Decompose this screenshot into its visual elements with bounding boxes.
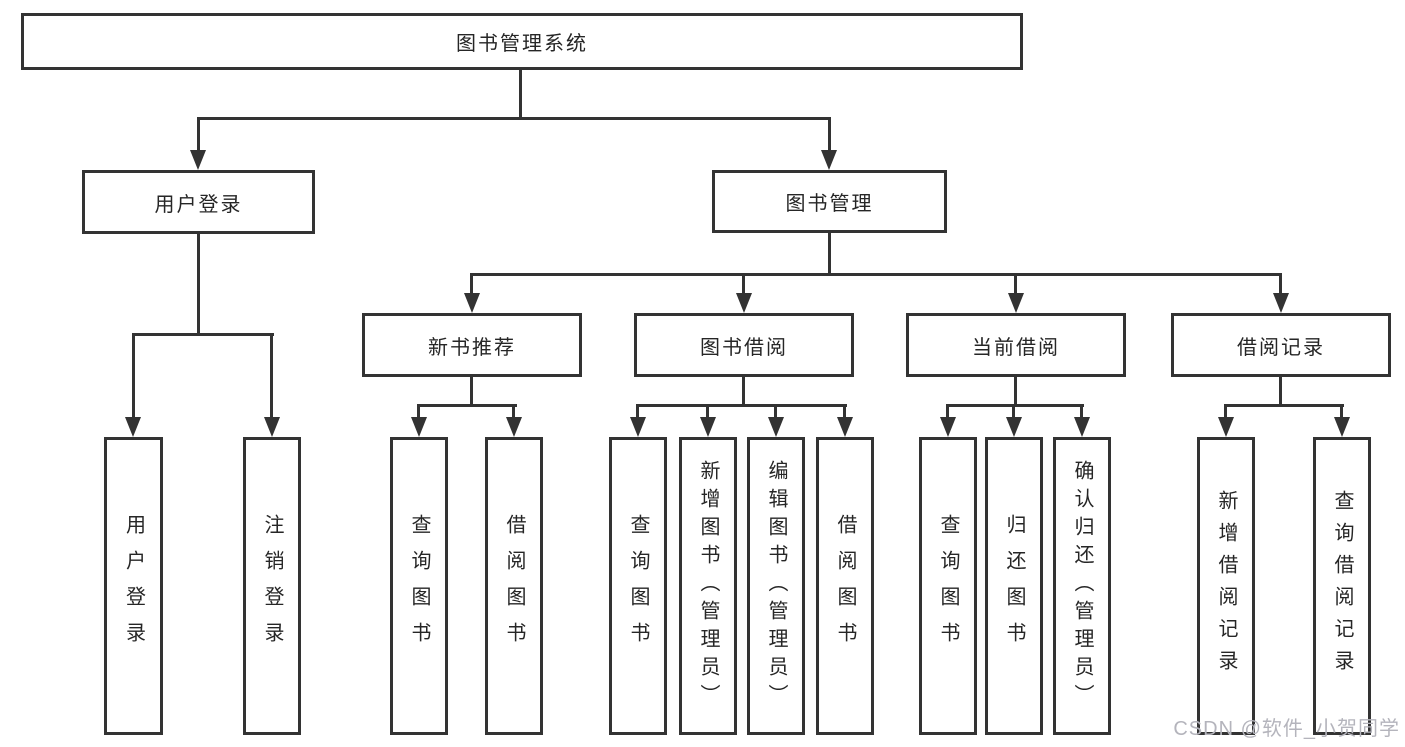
connector-borrowing-drop-1 bbox=[636, 404, 639, 419]
leaf-recommend-borrow-books: 借阅图书 bbox=[485, 437, 543, 735]
connector-recommend-bar bbox=[417, 404, 517, 407]
connector-current-stem bbox=[1014, 377, 1017, 405]
connector-borrowing-bar bbox=[636, 404, 847, 407]
arrowhead-down-icon bbox=[1008, 293, 1024, 313]
connector-borrowing-drop-3 bbox=[774, 404, 777, 419]
connector-recommend-drop-1 bbox=[417, 404, 420, 419]
connector-records-stem bbox=[1279, 377, 1282, 405]
node-borrowing-records: 借阅记录 bbox=[1171, 313, 1391, 377]
leaf-current-query-books: 查询图书 bbox=[919, 437, 977, 735]
connector-root-bar bbox=[197, 117, 831, 120]
connector-book-mgmt-drop-2 bbox=[742, 273, 745, 295]
arrowhead-down-icon bbox=[821, 150, 837, 170]
arrowhead-down-icon bbox=[1218, 417, 1234, 437]
connector-current-bar bbox=[946, 404, 1084, 407]
connector-root-drop-right bbox=[828, 117, 831, 152]
connector-book-mgmt-drop-1 bbox=[470, 273, 473, 295]
connector-user-login-bar bbox=[132, 333, 274, 336]
connector-book-mgmt-drop-3 bbox=[1014, 273, 1017, 295]
arrowhead-down-icon bbox=[411, 417, 427, 437]
arrowhead-down-icon bbox=[506, 417, 522, 437]
arrowhead-down-icon bbox=[940, 417, 956, 437]
leaf-borrowing-edit-books-admin: 编辑图书（管理员） bbox=[747, 437, 805, 735]
arrowhead-down-icon bbox=[1006, 417, 1022, 437]
connector-book-mgmt-stem bbox=[828, 233, 831, 276]
connector-recommend-stem bbox=[470, 377, 473, 405]
arrowhead-down-icon bbox=[190, 150, 206, 170]
arrowhead-down-icon bbox=[1334, 417, 1350, 437]
connector-borrowing-drop-2 bbox=[706, 404, 709, 419]
leaf-borrowing-add-books-admin: 新增图书（管理员） bbox=[679, 437, 737, 735]
node-library-management-system: 图书管理系统 bbox=[21, 13, 1023, 70]
node-new-book-recommend: 新书推荐 bbox=[362, 313, 582, 377]
node-current-borrowing: 当前借阅 bbox=[906, 313, 1126, 377]
connector-book-mgmt-bar bbox=[470, 273, 1282, 276]
leaf-logout-login: 注销登录 bbox=[243, 437, 301, 735]
arrowhead-down-icon bbox=[837, 417, 853, 437]
node-book-management: 图书管理 bbox=[712, 170, 947, 233]
connector-records-bar bbox=[1224, 404, 1344, 407]
leaf-recommend-query-books: 查询图书 bbox=[390, 437, 448, 735]
connector-user-login-drop-right bbox=[270, 333, 273, 419]
arrowhead-down-icon bbox=[736, 293, 752, 313]
leaf-current-confirm-return-admin: 确认归还（管理员） bbox=[1053, 437, 1111, 735]
connector-recommend-drop-2 bbox=[512, 404, 515, 419]
leaf-records-add-borrow-record: 新增借阅记录 bbox=[1197, 437, 1255, 735]
arrowhead-down-icon bbox=[125, 417, 141, 437]
connector-current-drop-3 bbox=[1080, 404, 1083, 419]
leaf-records-query-borrow-record: 查询借阅记录 bbox=[1313, 437, 1371, 735]
node-user-login: 用户登录 bbox=[82, 170, 315, 234]
connector-records-drop-1 bbox=[1224, 404, 1227, 419]
leaf-user-login: 用户登录 bbox=[104, 437, 163, 735]
arrowhead-down-icon bbox=[768, 417, 784, 437]
arrowhead-down-icon bbox=[1273, 293, 1289, 313]
node-book-borrowing: 图书借阅 bbox=[634, 313, 854, 377]
arrowhead-down-icon bbox=[1074, 417, 1090, 437]
connector-current-drop-1 bbox=[946, 404, 949, 419]
csdn-watermark: CSDN @软件_小贺同学 bbox=[1173, 718, 1400, 740]
connector-root-stem bbox=[519, 70, 522, 117]
arrowhead-down-icon bbox=[700, 417, 716, 437]
connector-current-drop-2 bbox=[1012, 404, 1015, 419]
arrowhead-down-icon bbox=[464, 293, 480, 313]
arrowhead-down-icon bbox=[264, 417, 280, 437]
connector-borrowing-stem bbox=[742, 377, 745, 405]
arrowhead-down-icon bbox=[630, 417, 646, 437]
connector-borrowing-drop-4 bbox=[843, 404, 846, 419]
connector-records-drop-2 bbox=[1340, 404, 1343, 419]
connector-user-login-stem bbox=[197, 234, 200, 334]
connector-book-mgmt-drop-4 bbox=[1279, 273, 1282, 295]
leaf-current-return-books: 归还图书 bbox=[985, 437, 1043, 735]
connector-user-login-drop-left bbox=[132, 333, 135, 419]
leaf-borrowing-borrow-books: 借阅图书 bbox=[816, 437, 874, 735]
connector-root-drop-left bbox=[197, 117, 200, 152]
leaf-borrowing-query-books: 查询图书 bbox=[609, 437, 667, 735]
